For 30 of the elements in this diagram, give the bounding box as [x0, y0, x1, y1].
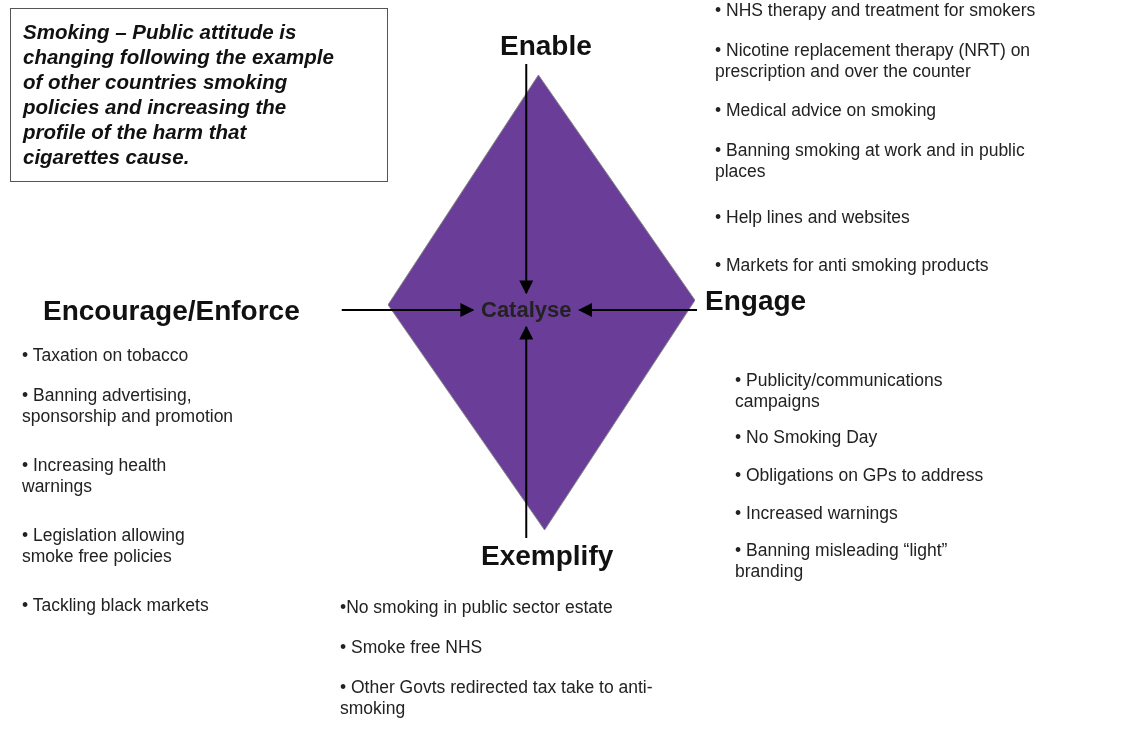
section-heading: Enable [500, 30, 592, 62]
bullet-text: • Banning smoking at work and in public places [715, 140, 1026, 182]
bullet-text: • Help lines and websites [715, 207, 911, 228]
center-label: Catalyse [481, 297, 572, 323]
bullet-text: • Taxation on tobacco [22, 345, 190, 366]
bullet-text: • NHS therapy and treatment for smokers [715, 0, 1037, 21]
bullet-text: • Other Govts redirected tax take to anti-smoking [340, 677, 654, 719]
bullet-text: • Nicotine replacement therapy (NRT) on prescription and over the counter [715, 40, 1032, 82]
arrow [519, 325, 534, 539]
bullet-text: • Obligations on GPs to address [735, 465, 985, 486]
bullet-text: • Banning misleading “light” branding [735, 540, 949, 582]
bullet-text: • Publicity/communications campaigns [735, 370, 944, 412]
section-heading: Encourage/Enforce [43, 295, 300, 327]
arrow [519, 63, 534, 295]
bullet-text: • Legislation allowing smoke free policies [22, 525, 186, 567]
bullet-text: • Smoke free NHS [340, 637, 484, 658]
bullet-text: • Medical advice on smoking [715, 100, 938, 121]
bullet-text: • Markets for anti smoking products [715, 255, 990, 276]
note-text: Smoking – Public attitude is changing following the example of other countries smoking policies and increasing the profile of the harm that cigarettes cause. [23, 19, 335, 169]
arrow [340, 303, 475, 317]
bullet-text: • Increased warnings [735, 503, 899, 524]
section-heading: Engage [705, 285, 807, 317]
bullet-text: • Increasing health warnings [22, 455, 168, 497]
bullet-text: • Banning advertising, sponsorship and promotion [22, 385, 235, 427]
diamond-shape [388, 75, 695, 530]
section-heading: Exemplify [481, 540, 614, 572]
bullet-text: • Tackling black markets [22, 595, 210, 616]
bullet-text: •No smoking in public sector estate [340, 597, 614, 618]
bullet-text: • No Smoking Day [735, 427, 879, 448]
note-box [10, 8, 388, 182]
